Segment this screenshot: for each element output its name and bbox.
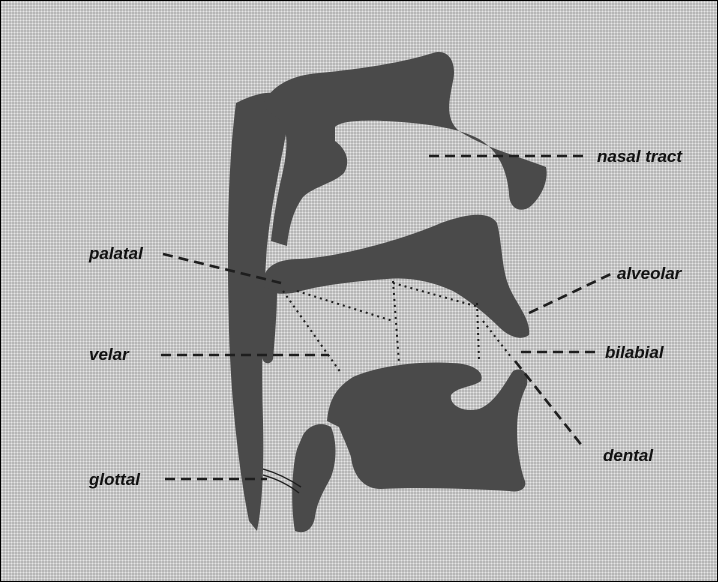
dental-leader	[515, 361, 583, 447]
epiglottis	[292, 424, 335, 532]
label-velar: velar	[89, 345, 130, 364]
velum	[261, 287, 277, 363]
label-alveolar: alveolar	[617, 264, 683, 283]
articulation-line	[393, 281, 399, 363]
articulation-line	[477, 303, 479, 359]
label-dental: dental	[603, 446, 654, 465]
upper-palate	[263, 215, 529, 338]
tongue-jaw	[327, 363, 527, 492]
label-palatal: palatal	[88, 244, 144, 263]
label-glottal: glottal	[88, 470, 141, 489]
articulation-line	[283, 291, 341, 373]
alveolar-leader	[529, 273, 613, 313]
nasal-cavity	[263, 52, 547, 246]
articulation-line	[297, 291, 393, 321]
label-nasal-tract: nasal tract	[597, 147, 683, 166]
label-bilabial: bilabial	[605, 343, 665, 362]
pharynx-wall	[228, 93, 287, 531]
